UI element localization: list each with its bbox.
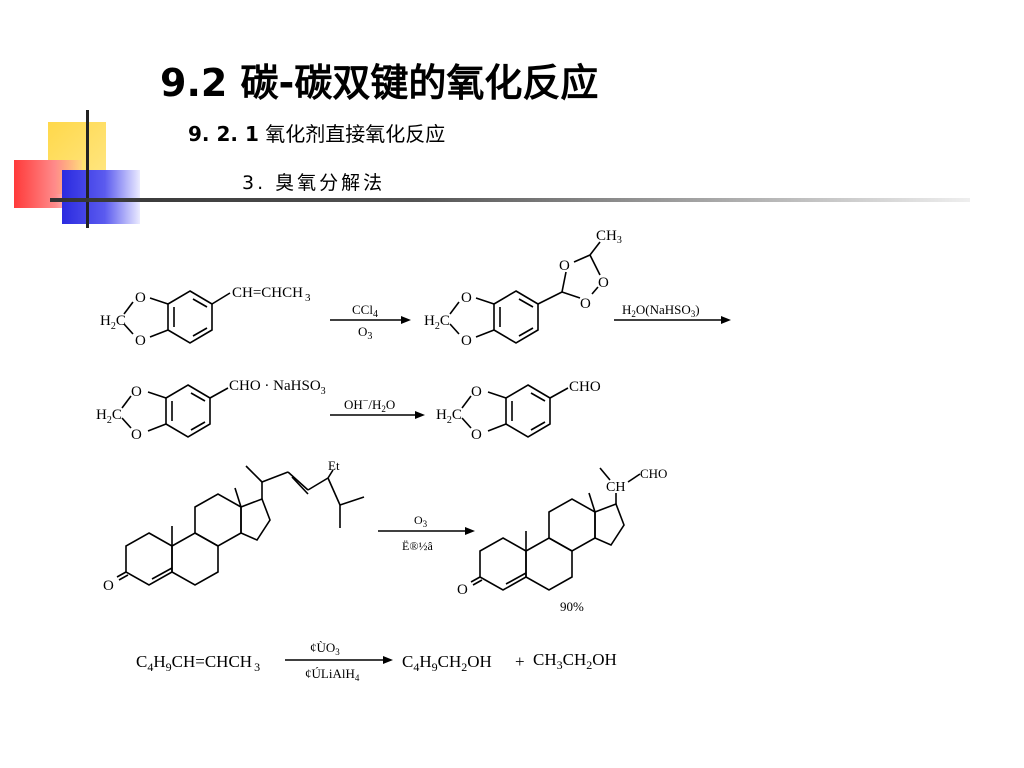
reaction2-o-top: O — [131, 384, 142, 400]
reaction4-reagent-top: ¢ÙO3 — [310, 640, 340, 657]
reaction2-product: O O H2C CHO — [436, 379, 601, 443]
decor-blue-block — [62, 170, 140, 224]
subheading-text: 氧化剂直接氧化反应 — [265, 122, 446, 146]
ozonide-o-ring-bottom: O — [580, 296, 591, 312]
ozonide-o-ring-right: O — [598, 275, 609, 291]
ozonide-o-bottom: O — [461, 333, 472, 349]
reaction1-arrow1: CCl4 O3 — [330, 302, 411, 342]
product2-h2c: H2C — [436, 407, 462, 426]
reaction3-reagent-top: O3 — [414, 513, 428, 529]
item-heading: 3. 臭氧分解法 — [242, 172, 386, 194]
product3-yield: 90% — [560, 599, 584, 614]
ozonide-o-top: O — [461, 290, 472, 306]
reaction1-step2-reagent: H2O(NaHSO3) — [622, 302, 700, 319]
reaction4-reagent-bottom: ¢ÚLiAlH4 — [305, 666, 360, 683]
reaction1-o-bottom: O — [135, 333, 146, 349]
reaction2-reagent: OH−/H2O — [344, 396, 395, 414]
reaction3-reactant: O Et — [103, 458, 365, 594]
product2-o-bottom: O — [471, 427, 482, 443]
reaction1-ozonide: O O H2C O O O CH3 — [424, 228, 622, 349]
reaction4-plus: + — [515, 652, 525, 671]
reaction2-h2c: H2C — [96, 407, 122, 426]
subheading-number: 9. 2. 1 — [188, 122, 259, 146]
reaction1-reagent-bottom: O3 — [358, 324, 372, 342]
reaction3-product: O CH CHO 90% — [457, 466, 667, 614]
reaction2-adduct: O O H2C CHO · NaHSO3 — [96, 378, 326, 443]
product3-ch: CH — [606, 480, 625, 495]
reaction4-product1: C4H9CH2OH — [402, 652, 492, 674]
reaction3-arrow: O3 Ë®½â — [378, 513, 475, 553]
product2-cho: CHO — [569, 379, 601, 395]
product3-ketone-o: O — [457, 582, 468, 598]
decor-horizontal-rule — [50, 198, 970, 202]
reaction2-arrow: OH−/H2O — [330, 396, 425, 419]
reaction1-reagent-top: CCl4 — [352, 302, 378, 320]
ozonide-ch3: CH3 — [596, 228, 622, 246]
reaction1-arrow2: H2O(NaHSO3) — [614, 302, 731, 324]
reaction1-o-top: O — [135, 290, 146, 306]
reaction3-ketone-o: O — [103, 578, 114, 594]
subheading: 9. 2. 1 氧化剂直接氧化反应 — [188, 118, 445, 147]
reaction3-reagent-bottom: Ë®½â — [402, 539, 433, 553]
ozonide-h2c: H2C — [424, 313, 450, 332]
ozonide-o-ring-left: O — [559, 258, 570, 274]
reaction4-product2: CH3CH2OH — [533, 650, 617, 672]
decor-vertical-line — [86, 110, 89, 228]
reaction1-h2c: H2C — [100, 313, 126, 332]
reaction2-adduct-label: CHO · NaHSO3 — [229, 378, 326, 397]
reaction3-et-label: Et — [328, 458, 340, 473]
product3-cho: CHO — [640, 466, 667, 481]
reaction2-o-bottom: O — [131, 427, 142, 443]
product2-o-top: O — [471, 384, 482, 400]
page-title: 9.2 碳-碳双键的氧化反应 — [160, 61, 599, 105]
